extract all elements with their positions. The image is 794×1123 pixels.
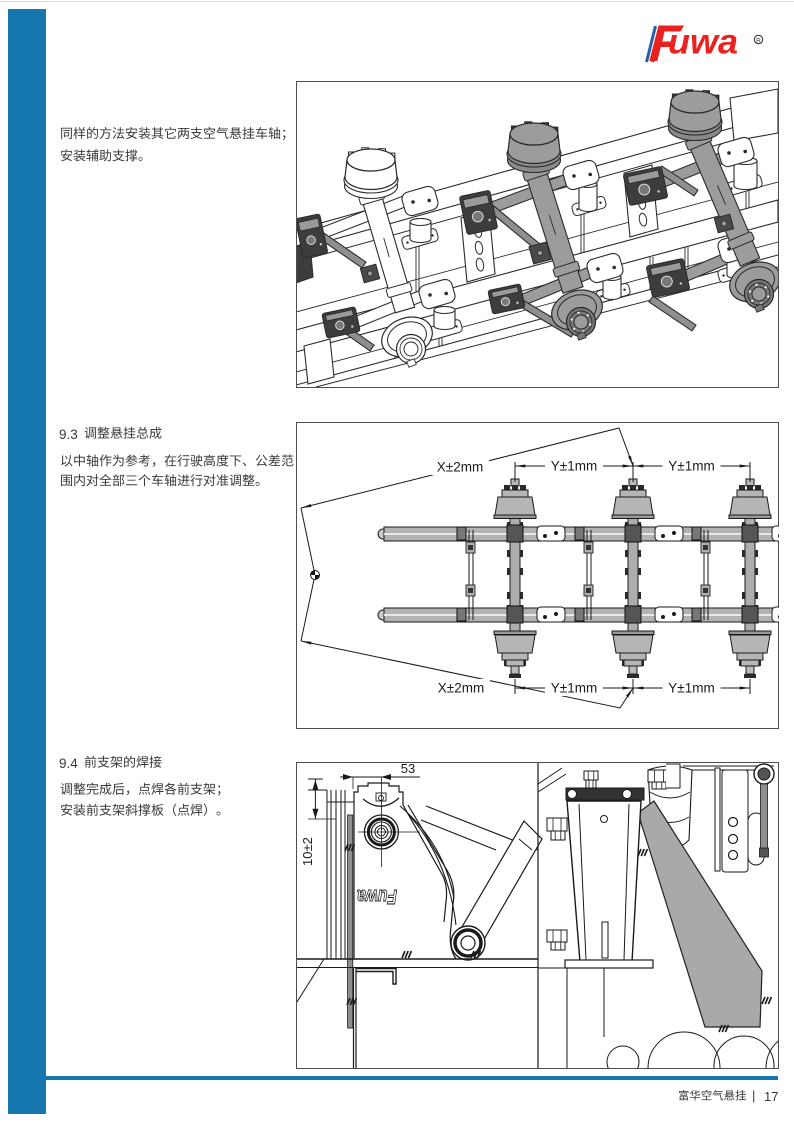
svg-text:X±2mm: X±2mm — [438, 681, 484, 696]
svg-text:R: R — [756, 37, 761, 44]
svg-text:Y±1mm: Y±1mm — [668, 459, 714, 474]
svg-text:uwa: uwa — [668, 23, 738, 62]
svg-text:10±2: 10±2 — [300, 837, 315, 866]
svg-text:53: 53 — [401, 762, 415, 776]
svg-text:X±2mm: X±2mm — [437, 460, 483, 475]
svg-text:Y±1mm: Y±1mm — [551, 681, 597, 696]
svg-text:Y±1mm: Y±1mm — [668, 681, 714, 696]
svg-text:Fuwa: Fuwa — [357, 885, 397, 907]
svg-text:Y±1mm: Y±1mm — [551, 459, 597, 474]
